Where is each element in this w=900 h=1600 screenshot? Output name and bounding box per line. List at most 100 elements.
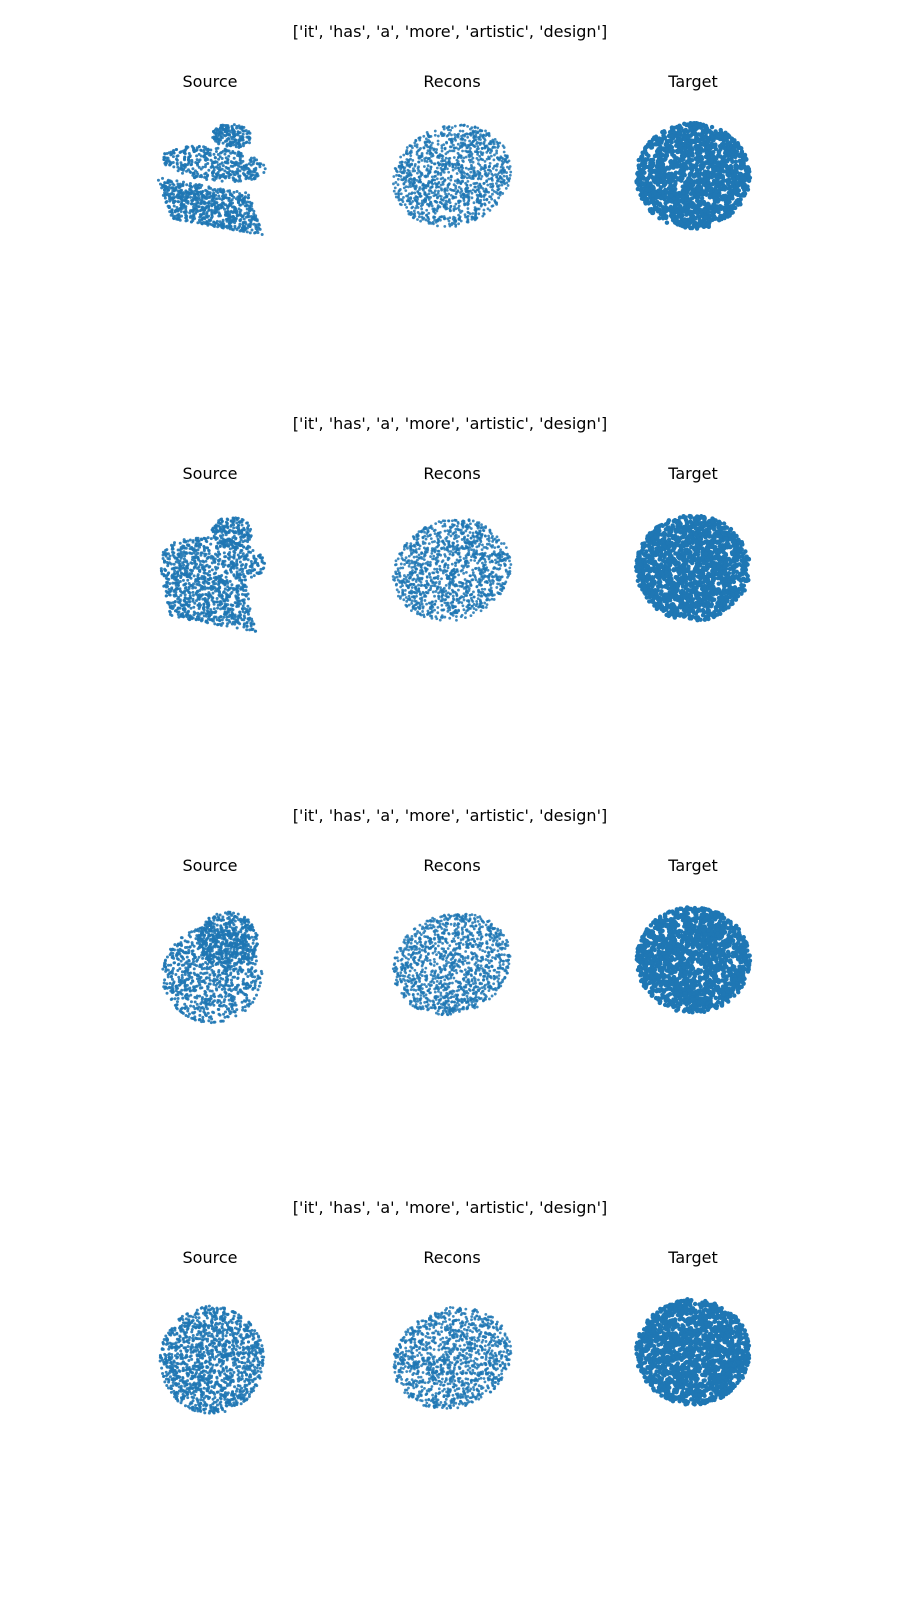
scatter-point xyxy=(210,215,214,219)
scatter-point xyxy=(402,182,406,186)
scatter-point xyxy=(413,169,417,173)
scatter-point xyxy=(399,155,403,159)
scatter-point xyxy=(237,154,241,158)
scatter-point xyxy=(251,173,255,177)
scatter-point xyxy=(429,167,433,171)
scatter-point xyxy=(249,158,253,162)
scatter-point xyxy=(499,169,503,173)
scatter-point xyxy=(423,185,426,188)
scatter-point xyxy=(241,136,245,140)
scatter-point xyxy=(427,171,431,175)
scatter-point xyxy=(716,209,721,215)
scatter-point xyxy=(499,190,502,194)
scatter-point xyxy=(491,185,494,189)
scatter-point xyxy=(663,167,669,172)
scatter-point xyxy=(251,162,255,166)
scatter-point xyxy=(473,185,477,189)
scatter-point xyxy=(171,189,175,193)
scatter-point xyxy=(467,199,470,203)
scatter-point xyxy=(469,170,473,174)
scatter-point xyxy=(452,183,456,187)
scatter-point xyxy=(161,193,165,197)
scatter-point xyxy=(189,192,193,196)
scatter-point xyxy=(706,218,712,223)
scatter-point xyxy=(457,185,461,189)
scatter-point xyxy=(476,207,480,211)
scatter-point xyxy=(732,172,738,177)
scatter-point xyxy=(394,195,398,199)
scatter-point xyxy=(216,153,220,157)
scatter-point xyxy=(457,213,460,217)
scatter-point xyxy=(683,134,689,139)
scatter-point xyxy=(238,169,242,173)
scatter-point xyxy=(674,208,680,214)
scatter-point xyxy=(426,216,430,219)
scatter-point xyxy=(460,189,464,193)
scatter-point xyxy=(234,210,238,214)
scatter-point xyxy=(186,201,190,205)
scatter-point xyxy=(241,159,245,163)
scatter-point xyxy=(410,192,413,196)
scatter-point xyxy=(238,551,242,555)
scatter-point xyxy=(215,600,219,604)
scatter-point xyxy=(664,220,670,225)
scatter-point xyxy=(241,224,245,228)
scatter-point xyxy=(721,213,726,219)
scatter-point xyxy=(735,182,740,188)
scatter-point xyxy=(168,199,172,203)
scatter-point xyxy=(167,571,171,575)
scatter-point xyxy=(484,189,488,193)
scatter-point xyxy=(705,176,711,182)
scatter-point xyxy=(725,168,730,173)
scatter-point xyxy=(182,199,186,203)
scatter-point xyxy=(227,166,231,170)
scatter-point xyxy=(471,177,475,180)
scatter-point xyxy=(178,189,182,193)
scatter-point xyxy=(196,209,200,213)
scatter-point xyxy=(471,174,475,178)
scatter-point xyxy=(173,569,177,573)
scatter-point xyxy=(495,175,499,179)
scatter-point xyxy=(502,178,506,182)
scatter-point xyxy=(231,555,235,559)
scatter-point xyxy=(222,591,226,595)
scatter-point xyxy=(403,203,407,207)
scatter-point xyxy=(405,205,409,209)
scatter-point xyxy=(169,562,173,566)
scatter-point xyxy=(246,200,250,204)
scatter-point xyxy=(417,202,421,206)
scatter-point xyxy=(460,134,463,138)
scatter-point xyxy=(211,194,214,198)
scatter-point xyxy=(647,173,653,179)
scatter-point xyxy=(399,203,403,207)
scatter-point xyxy=(162,158,166,162)
scatter-point xyxy=(739,161,745,167)
scatter-point xyxy=(733,159,739,164)
scatter-point xyxy=(208,565,212,569)
scatter-point xyxy=(686,149,692,155)
target-panel: Target xyxy=(593,72,793,272)
scatter-point xyxy=(207,148,211,152)
scatter-point xyxy=(191,599,195,603)
scatter-point xyxy=(231,151,235,155)
scatter-point xyxy=(461,149,464,153)
scatter-point xyxy=(184,190,188,194)
scatter-point xyxy=(726,165,731,170)
scatter-point xyxy=(177,555,181,559)
scatter-point xyxy=(475,142,478,146)
scatter-point xyxy=(407,160,410,164)
scatter-point xyxy=(192,207,196,211)
scatter-point xyxy=(655,209,661,214)
scatter-point xyxy=(169,161,173,165)
scatter-point xyxy=(231,228,235,232)
scatter-point xyxy=(460,163,464,167)
scatter-point xyxy=(242,125,246,129)
scatter-point xyxy=(237,197,241,201)
scatter-point xyxy=(656,173,661,178)
scatter-point xyxy=(443,147,447,151)
scatter-point xyxy=(706,223,711,228)
scatter-point xyxy=(708,189,713,194)
scatter-point xyxy=(428,150,432,153)
scatter-point xyxy=(488,161,492,165)
scatter-point xyxy=(228,173,232,177)
